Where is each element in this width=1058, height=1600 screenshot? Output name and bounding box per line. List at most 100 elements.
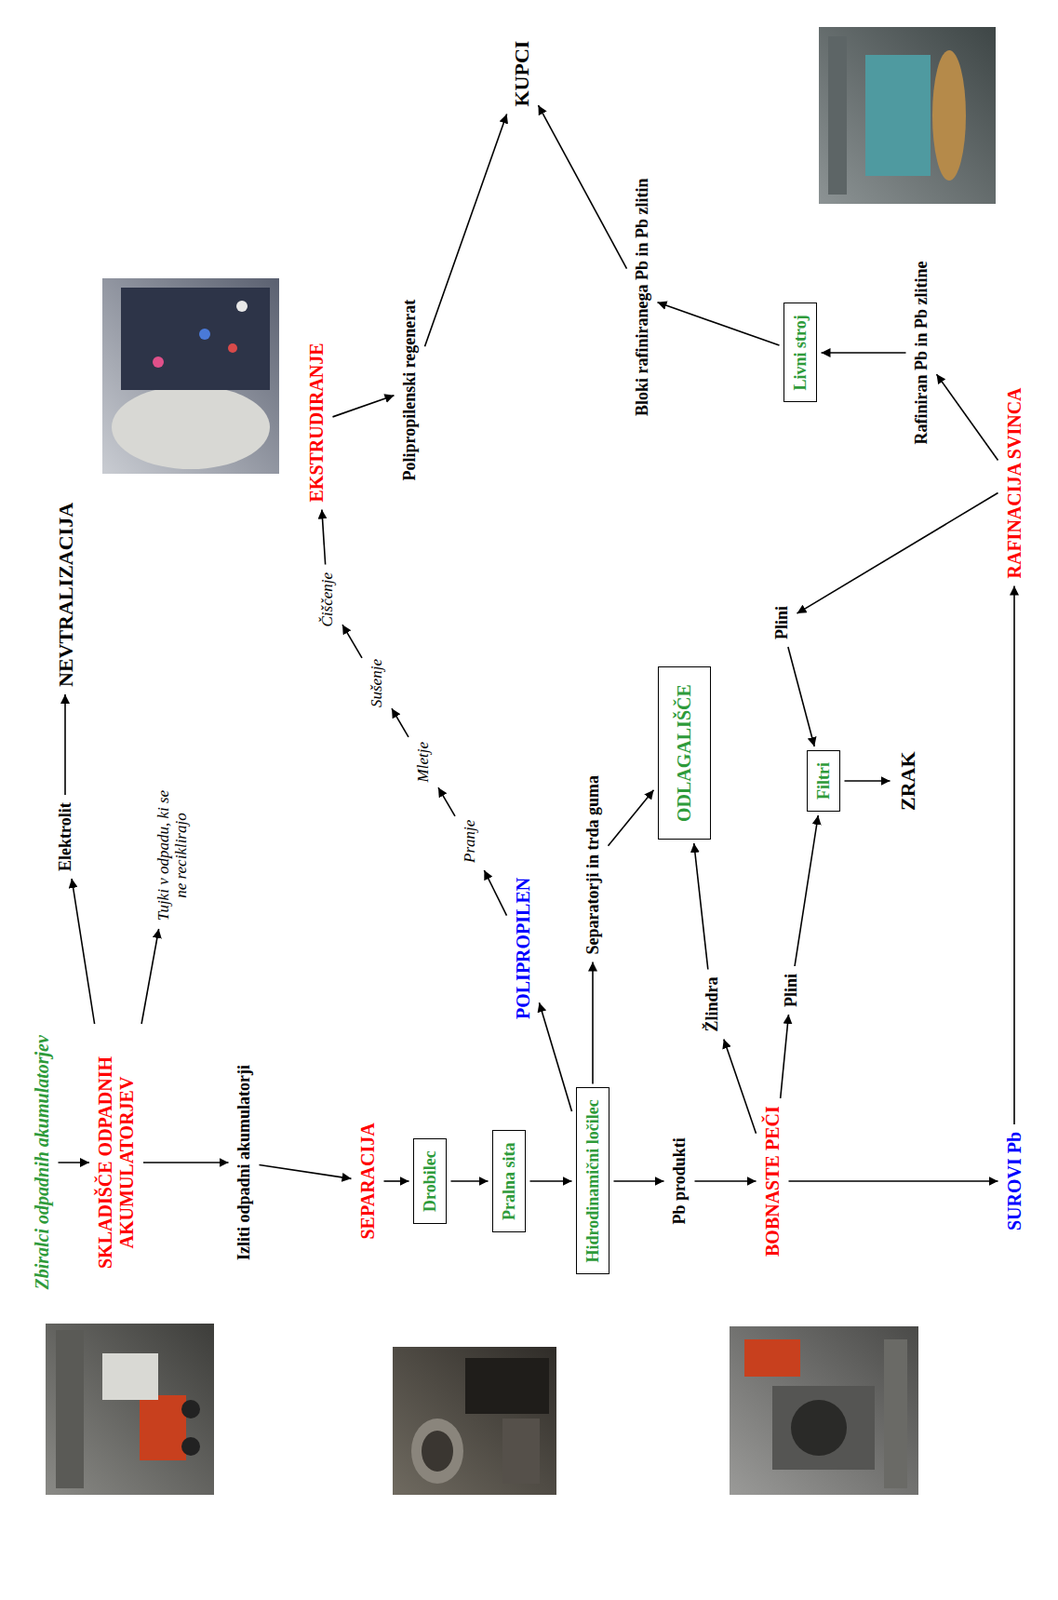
node-text: ODLAGALIŠČE [673, 683, 696, 822]
node-text: Separatorji in trda guma [583, 775, 603, 955]
step-label: Čiščenje [316, 568, 339, 631]
flow-arrow [425, 114, 508, 348]
separation-photo [392, 1346, 557, 1495]
stage-heading: RAFINACIJA SVINCA [1002, 383, 1028, 582]
node-text: Bloki rafiniranega Pb in Pb zlitin [632, 177, 653, 416]
node-text: EKSTRUDIRANJE [306, 342, 328, 502]
flow-label: Plini [779, 969, 804, 1011]
flow-arrow [71, 878, 95, 1024]
flow-arrow [794, 815, 818, 966]
flow-arrow [657, 302, 780, 346]
node-text: ZRAK [896, 750, 920, 811]
furnace-photo [729, 1325, 919, 1495]
flow-label: Rafiniran Pb in Pb zlitine [910, 256, 934, 448]
node-text: Izliti odpadni akumulatorji [234, 1064, 255, 1260]
flow-arrow [844, 779, 891, 782]
source-label: Zbiralci odpadnih akumulatorjev [29, 1031, 55, 1293]
flow-arrow [591, 962, 594, 1085]
flow-arrow [259, 1164, 352, 1179]
process-box: ODLAGALIŠČE [657, 666, 711, 840]
flow-label: Elektrolit [53, 798, 78, 875]
flow-arrow [451, 1179, 489, 1182]
flow-arrow [333, 395, 395, 417]
node-text: Plini [772, 605, 792, 640]
warehouse-photo [45, 1323, 215, 1495]
flow-arrow [143, 1161, 229, 1164]
flow-arrow [141, 928, 160, 1024]
note-label: Tujki v odpadu, ki se ne reciklirajo [152, 785, 193, 925]
output-label: ZRAK [894, 747, 922, 815]
node-text: SUROVI Pb [1004, 1131, 1026, 1231]
node-text: Zbiralci odpadnih akumulatorjev [31, 1034, 54, 1289]
flow-arrow [797, 493, 999, 615]
flow-arrow [321, 509, 326, 565]
stage-heading: BOBNASTE PEČI [760, 1101, 786, 1260]
stage-heading: EKSTRUDIRANJE [304, 338, 330, 506]
process-box: Filtri [806, 749, 842, 812]
process-box: Livni stroj [783, 302, 818, 402]
extruder-photo [102, 278, 280, 474]
node-text: Tujki v odpadu, ki se ne reciklirajo [154, 789, 191, 922]
flow-arrow [64, 694, 67, 795]
output-label: KUPCI [508, 37, 536, 111]
node-text: POLIPROPILEN [512, 877, 535, 1019]
node-text: Pb produkti [669, 1137, 690, 1224]
flow-arrow [788, 646, 815, 747]
node-text: Čiščenje [318, 572, 337, 628]
node-text: NEVTRALIZACIJA [53, 502, 78, 687]
node-text: Mletje [414, 741, 433, 782]
node-text: Filtri [814, 762, 834, 800]
stage-heading: SKLADIŠČE ODPADNIH AKUMULATORJEV [93, 1027, 140, 1298]
flow-label: Bloki rafiniranega Pb in Pb zlitin [630, 174, 655, 420]
flow-arrow [789, 1179, 999, 1182]
flow-label: Pb produkti [668, 1133, 692, 1228]
node-text: KUPCI [509, 40, 534, 108]
output-label: NEVTRALIZACIJA [52, 498, 80, 691]
node-text: Rafiniran Pb in Pb zlitine [911, 260, 932, 444]
flow-arrow [538, 105, 628, 268]
flow-arrow [438, 787, 456, 817]
flow-arrow [723, 1039, 757, 1134]
flow-arrow [694, 843, 709, 970]
process-box: Drobilec [413, 1138, 448, 1224]
flow-arrow [342, 624, 362, 658]
node-text: Sušenje [367, 658, 387, 708]
refinery-photo [818, 26, 996, 204]
flow-arrow [608, 790, 655, 846]
flow-arrow [937, 374, 999, 460]
node-text: Hidrodinamični ločilec [583, 1098, 603, 1262]
node-text: Drobilec [420, 1150, 441, 1212]
step-label: Mletje [412, 737, 435, 786]
process-box: Hidrodinamični ločilec [575, 1086, 611, 1274]
flow-label: Separatorji in trda guma [581, 771, 605, 959]
node-text: BOBNASTE PEČI [762, 1105, 784, 1257]
stage-heading: SEPARACIJA [355, 1118, 381, 1243]
flow-arrow [821, 351, 907, 354]
node-text: Plini [781, 973, 802, 1007]
flow-label: Žlindra [700, 972, 724, 1035]
node-text: Pralna sita [499, 1142, 520, 1221]
flow-arrow [58, 1161, 91, 1164]
flow-arrow [1013, 586, 1016, 1125]
flow-label: Plini [770, 602, 794, 643]
node-text: SKLADIŠČE ODPADNIH AKUMULATORJEV [94, 1031, 138, 1294]
node-text: Žlindra [702, 976, 723, 1032]
flow-arrow [483, 870, 507, 916]
node-text: Pranje [460, 819, 480, 863]
flow-arrow [695, 1179, 757, 1182]
flow-arrow [384, 1179, 410, 1182]
node-text: Livni stroj [790, 314, 811, 390]
node-text: SEPARACIJA [357, 1122, 379, 1239]
flow-arrow [391, 708, 409, 737]
flow-arrow [614, 1179, 665, 1182]
node-text: Elektrolit [55, 802, 76, 871]
material-label: POLIPROPILEN [510, 873, 536, 1023]
flow-label: Polipropilenski regenerat [398, 295, 422, 485]
flow-arrow [530, 1179, 573, 1182]
step-label: Sušenje [365, 655, 389, 711]
node-text: RAFINACIJA SVINCA [1004, 387, 1026, 578]
node-text: Polipropilenski regenerat [400, 299, 420, 482]
material-label: SUROVI Pb [1002, 1127, 1028, 1234]
